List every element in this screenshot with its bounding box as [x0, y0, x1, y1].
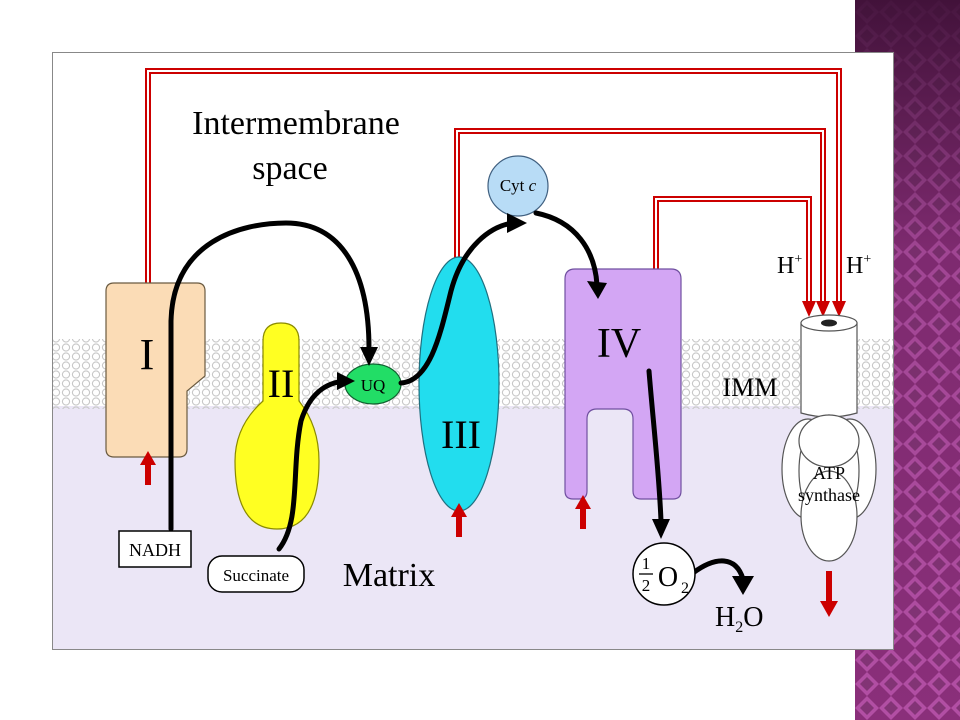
oxygen-symbol: O	[658, 562, 678, 593]
complex-IV-label: IV	[597, 321, 641, 367]
imm-label: IMM	[723, 373, 778, 402]
succinate-label: Succinate	[223, 566, 289, 585]
matrix-label: Matrix	[343, 557, 436, 594]
cytochrome-c	[487, 155, 549, 217]
nadh-box	[118, 530, 192, 568]
cytochrome-c-label: Cyt c	[500, 176, 537, 195]
atp-synthase-label-line2: synthase	[798, 485, 860, 505]
water-label: H2O	[715, 602, 763, 636]
proton-arrowheads	[802, 301, 846, 317]
electron-path-succinate-to-uq	[276, 378, 352, 552]
electron-path-cytc-to-IV	[533, 210, 600, 288]
electron-path-uq-to-cytc	[398, 220, 516, 386]
proton-label-right: H+	[846, 252, 871, 279]
complex-I-label: I	[140, 330, 155, 379]
succinate-box	[207, 555, 305, 593]
ubiquinone-label: UQ	[361, 376, 386, 395]
electron-path-oxygen-to-water	[690, 558, 746, 582]
intermembrane-space-label-line1: Intermembrane	[192, 105, 400, 142]
oxygen-fraction-numerator: 1	[642, 554, 651, 573]
electron-path-nadh-to-uq	[168, 220, 372, 532]
complex-I	[105, 282, 206, 458]
diagram-frame: I II III IV ATP synthase UQ Cyt c	[52, 52, 894, 650]
atp-synthase-label-line1: ATP	[813, 463, 845, 483]
complex-II	[234, 322, 320, 530]
complex-III	[418, 256, 500, 512]
nadh-label: NADH	[129, 540, 181, 560]
electron-transport-chain-diagram: I II III IV ATP synthase UQ Cyt c	[53, 53, 893, 649]
complex-III-label: III	[441, 412, 481, 457]
oxygen-subscript: 2	[681, 580, 689, 597]
complex-II-label: II	[268, 361, 295, 406]
oxygen-fraction-denominator: 2	[642, 576, 651, 595]
electron-path-IV-to-oxygen	[646, 368, 664, 524]
matrix-proton-uptake-arrows	[140, 451, 838, 617]
intermembrane-space-label-line2: space	[252, 150, 328, 187]
proton-label-left: H+	[777, 252, 802, 279]
atp-synthase	[781, 314, 877, 562]
oxygen-circle	[632, 542, 696, 606]
electron-flow-paths	[168, 210, 746, 582]
